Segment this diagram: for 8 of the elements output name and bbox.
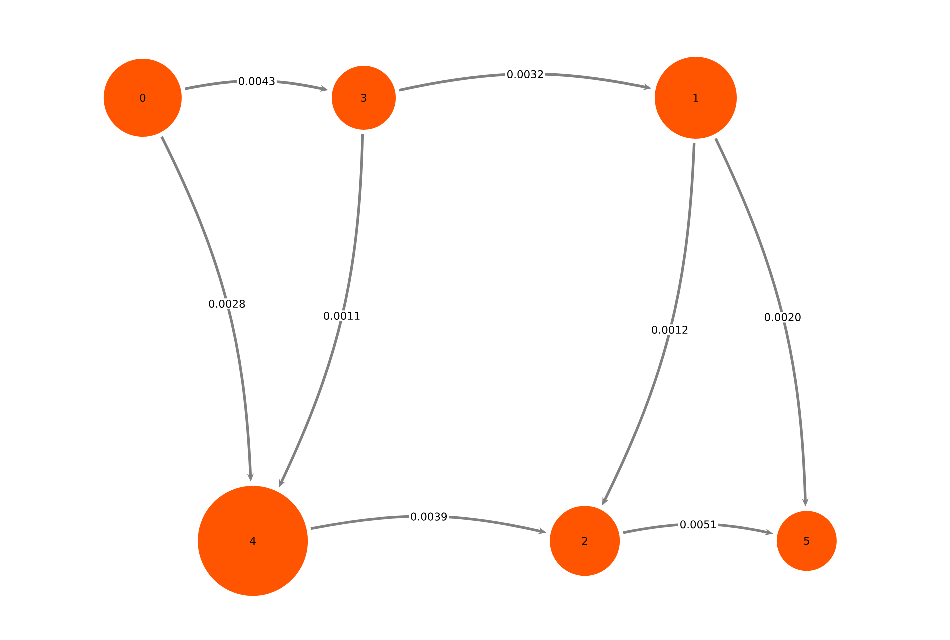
edge-label: 0.0028 xyxy=(207,298,248,310)
edge-label: 0.0011 xyxy=(322,310,362,322)
edge-label: 0.0051 xyxy=(678,519,718,530)
edge-label: 0.0020 xyxy=(762,312,803,323)
edge-label: 0.0032 xyxy=(506,69,546,80)
edge-label: 0.0039 xyxy=(409,511,450,522)
edge-label: 0.0043 xyxy=(237,76,277,87)
edge-label: 0.0012 xyxy=(650,324,690,336)
